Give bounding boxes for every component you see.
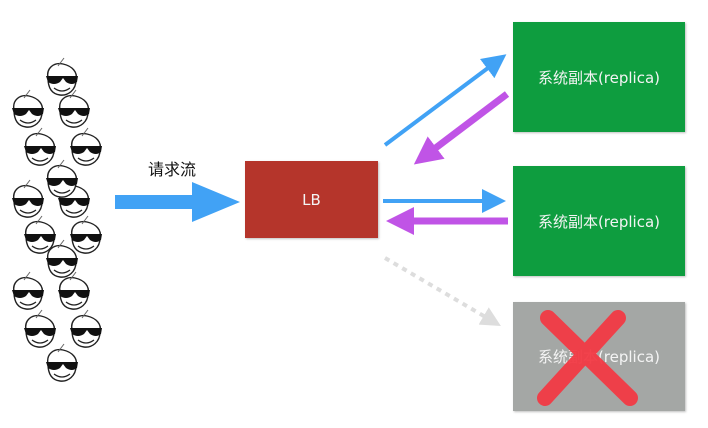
- users-crowd: [11, 57, 103, 382]
- cool-face-icon: [45, 159, 79, 198]
- request-arrow-replica-1: [383, 54, 507, 147]
- request-flow-arrow: [115, 182, 240, 222]
- cool-face-icon: [69, 215, 103, 254]
- cool-face-icon: [11, 271, 45, 310]
- failed-request-arrow: [383, 256, 501, 327]
- cool-face-icon: [23, 215, 57, 254]
- cool-face-icon: [11, 89, 45, 128]
- load-balancer: LB: [245, 161, 378, 238]
- cool-face-icon: [23, 309, 57, 348]
- cool-face-icon: [11, 179, 45, 218]
- replica-3-down: 系统副本(replica): [513, 302, 685, 411]
- response-arrow-replica-1: [413, 91, 510, 165]
- cool-face-icon: [69, 127, 103, 166]
- request-flow-label: 请求流: [148, 160, 197, 179]
- replica-1: 系统副本(replica): [513, 22, 685, 132]
- cool-face-icon: [69, 309, 103, 348]
- cool-face-icon: [23, 127, 57, 166]
- replica-2: 系统副本(replica): [513, 166, 685, 276]
- cool-face-icon: [45, 57, 79, 96]
- cool-face-icon: [45, 343, 79, 382]
